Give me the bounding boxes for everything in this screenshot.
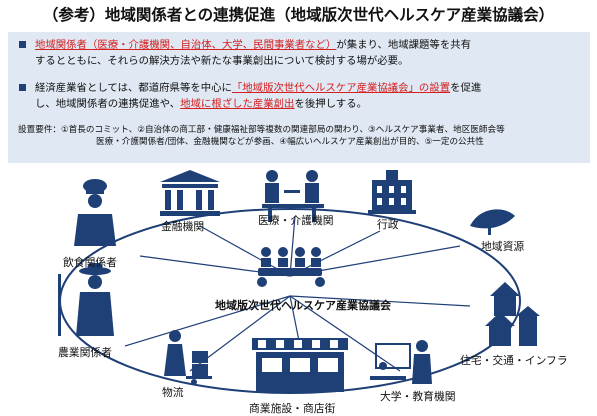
- store-icon: [252, 338, 348, 392]
- bullet-1-line2: するとともに、それらの解決方法や新たな事業創出について検討する場が必要。: [35, 55, 409, 67]
- requirements-line1: 設置要件：①首長のコミット、②自治体の商工部・健康福祉部等複数の関連部局の関わり…: [18, 125, 505, 135]
- medical-icon: [262, 170, 324, 222]
- label-finance: 金融機関: [161, 220, 205, 233]
- highlight-industry-creation: 地域に根ざした産業創出: [180, 98, 295, 110]
- label-food: 飲食関係者: [63, 256, 117, 269]
- chef-icon: [74, 179, 116, 246]
- bullet-2-text: 経済産業省としては、都道府県等を中心に: [35, 82, 232, 94]
- bullet-square-icon: [19, 41, 26, 48]
- label-logistics: 物流: [162, 386, 184, 399]
- label-agriculture: 農業関係者: [58, 346, 112, 359]
- highlight-stakeholders: 地域関係者（医療・介護機関、自治体、大学、民間事業者など）: [35, 39, 337, 51]
- city-hall-icon: [368, 170, 416, 214]
- delivery-icon: [164, 330, 212, 385]
- council-label: 地域版次世代ヘルスケア産業協議会: [215, 299, 391, 312]
- requirements: 設置要件：①首長のコミット、②自治体の商工部・健康福祉部等複数の関連部局の関わり…: [18, 124, 583, 148]
- bullet-2-line2b: を後押しする。: [294, 98, 367, 110]
- info-box: 地域関係者（医療・介護機関、自治体、大学、民間事業者など）が集まり、地域課題等を…: [8, 32, 590, 163]
- highlight-council-setup: 「地域版次世代ヘルスケア産業協議会」の設置: [231, 82, 451, 94]
- meeting-icon: [257, 247, 325, 287]
- diagram-graphics: ¥: [58, 170, 540, 394]
- svg-text:¥: ¥: [187, 196, 194, 209]
- houses-icon: [485, 282, 540, 346]
- page-title: （参考）地域関係者との連携促進（地域版次世代ヘルスケア産業協議会）: [42, 6, 555, 24]
- bullet-2-text2: を促進: [450, 82, 482, 94]
- label-medical: 医療・介護機関: [258, 214, 334, 227]
- farmer-icon: [58, 263, 114, 336]
- bullet-square-icon: [19, 84, 26, 91]
- label-housing: 住宅・交通・インフラ: [460, 354, 568, 367]
- stakeholder-diagram: ¥: [0, 166, 597, 416]
- bank-icon: ¥: [160, 170, 220, 216]
- label-commerce: 商業施設・商店街: [249, 402, 336, 415]
- label-admin: 行政: [377, 218, 399, 231]
- leaf-icon: [470, 209, 515, 235]
- label-resources: 地域資源: [481, 240, 525, 253]
- bullet-1-text: が集まり、地域課題等を共有: [336, 39, 471, 51]
- requirements-line2: 医療・介護関係者/団体、金融機関などが参画、④幅広いヘルスケア産業創出が目的、⑤…: [96, 137, 484, 147]
- label-university: 大学・教育機関: [380, 390, 456, 403]
- teacher-icon: [370, 340, 432, 384]
- bullet-2-line2a: し、地域関係者の連携促進や、: [35, 98, 181, 110]
